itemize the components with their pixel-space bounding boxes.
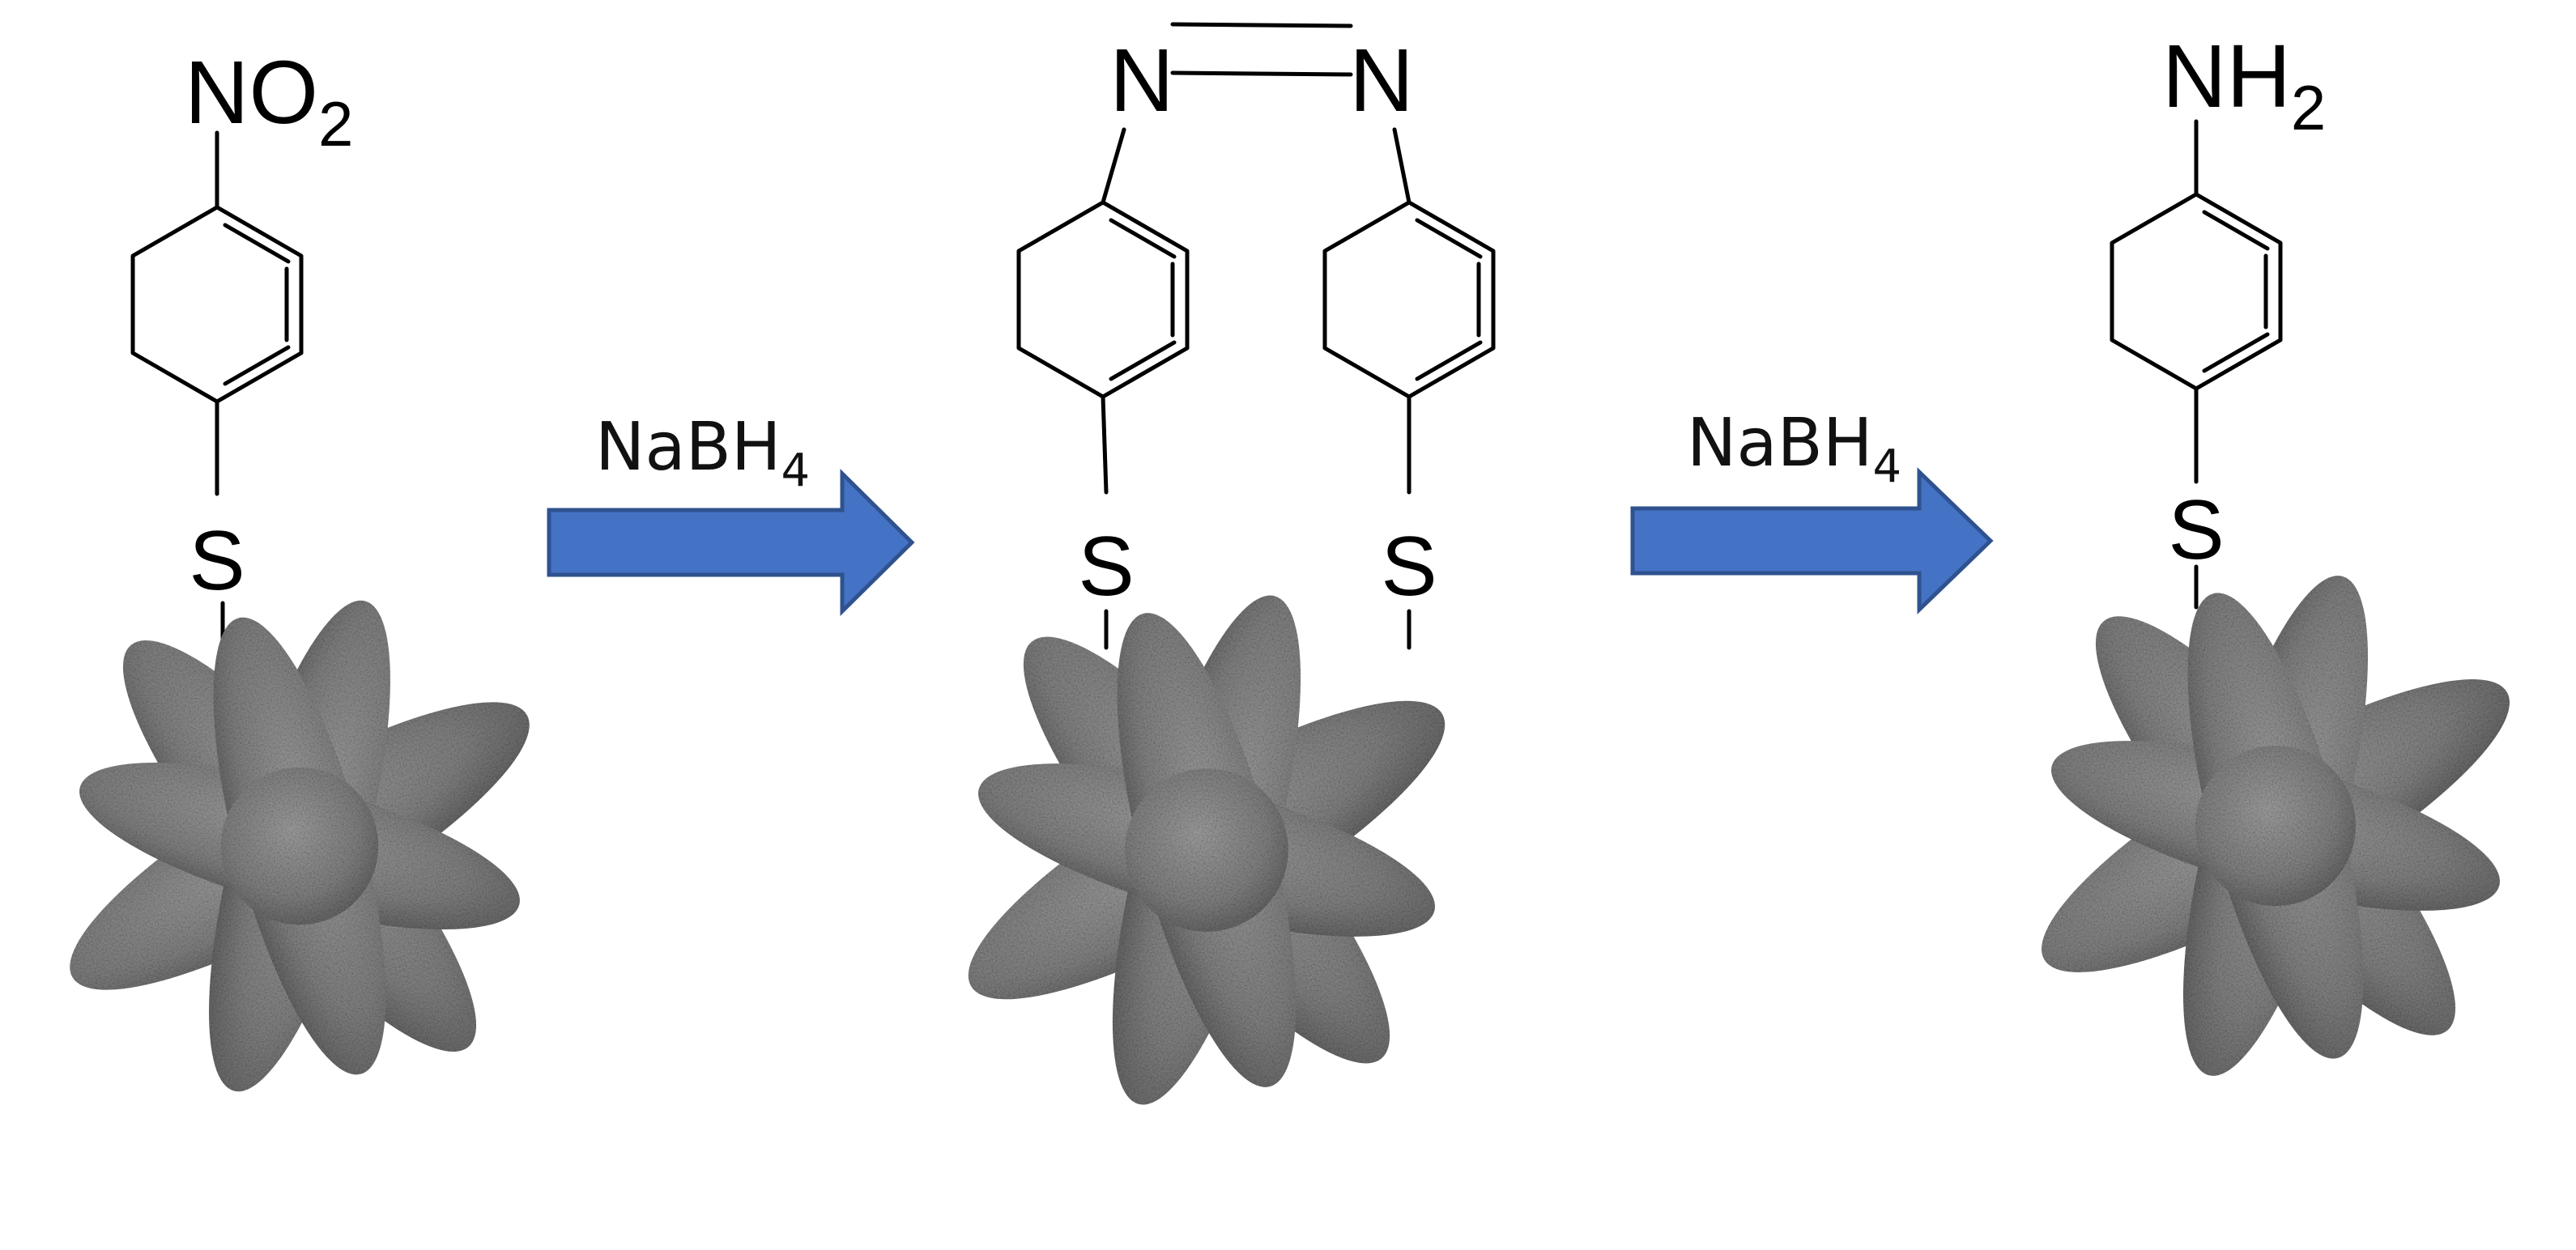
intermediate-structure: N N S S [935,22,1493,1122]
nitrogen-right-label: N [1349,31,1413,130]
benzene-ring-2b [1325,202,1493,397]
azo-double-bond-top [1170,22,1353,28]
nitrogen-left-label: N [1109,31,1173,130]
nitro-group-label: NO2 [185,43,353,159]
sulfur-label-left: S [1078,520,1134,614]
right-arrow-icon [547,469,915,616]
benzene-ring-2a [1019,202,1187,397]
right-arrow-icon [1630,467,1994,614]
starfish-particle-icon [2009,559,2542,1093]
amino-group-label: NH2 [2162,27,2326,143]
reagent-label-2: NaBH4 [1687,405,1901,493]
sulfur-label-right: S [1381,520,1437,614]
starfish-particle-icon [38,584,561,1108]
n-ring-bond-right [1392,127,1411,205]
product-structure: NH2 S [2009,27,2542,1093]
ring-s-bond-left [1101,394,1109,495]
starfish-particle-icon [935,578,1478,1122]
reaction-step-2: NaBH4 [1630,405,1994,614]
sulfur-label: S [2168,483,2224,577]
n-ring-bond-left [1101,127,1126,205]
azo-double-bond-bottom [1170,70,1353,77]
reagent-label-1: NaBH4 [595,409,810,497]
reaction-step-1: NaBH4 [547,409,915,616]
benzene-ring-3 [2112,194,2280,389]
sulfur-label: S [189,514,245,608]
starting-structure: NO2 S [38,43,561,1108]
benzene-ring-1 [133,207,301,402]
